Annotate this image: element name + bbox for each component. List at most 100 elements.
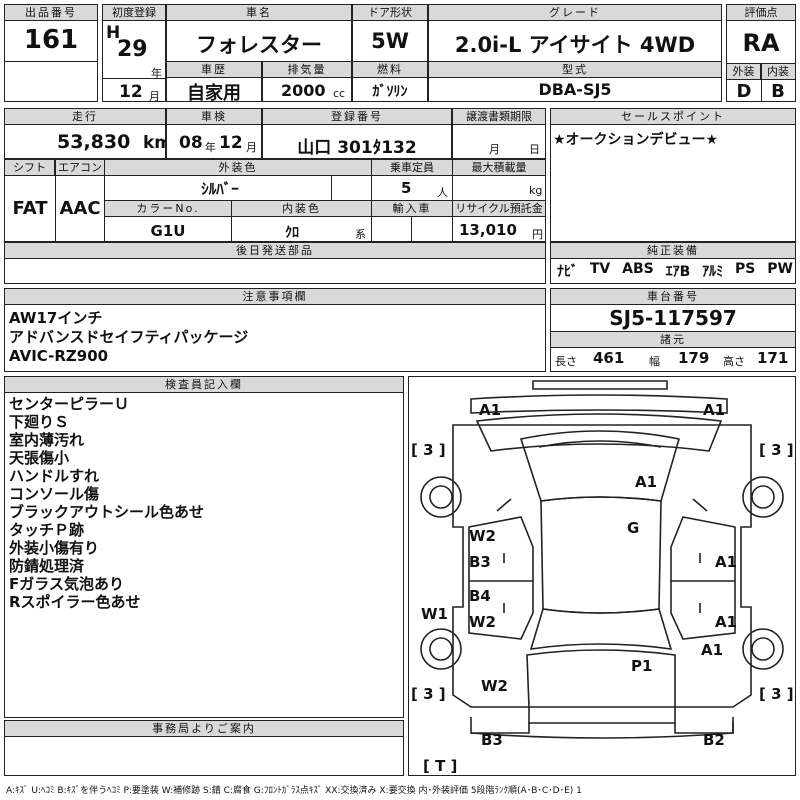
interior-score: B xyxy=(771,81,785,102)
mark-left-front-wheel: [ 3 ] xyxy=(411,441,446,459)
aircon-header: エアコン xyxy=(56,160,104,176)
grade: 2.0i-L アイサイト 4WD xyxy=(454,33,696,57)
exterior-score: D xyxy=(736,81,752,102)
model-type: DBA-SJ5 xyxy=(538,80,612,99)
ext-color: ｼﾙﾊﾞｰ xyxy=(201,180,239,198)
mark-right-rear-fender: A1 xyxy=(701,641,724,659)
model-type-cell: 型式 DBA-SJ5 xyxy=(428,61,722,102)
fuel: ｶﾞｿﾘﾝ xyxy=(372,84,408,100)
mark-left-rear-door: B4 xyxy=(469,587,491,605)
inspector-line: 室内薄汚れ xyxy=(9,431,85,449)
shift-header: シフト xyxy=(5,160,55,176)
history: 自家用 xyxy=(187,83,241,104)
sales-point: ★オークションデビュー★ xyxy=(553,132,719,148)
max-load-unit: kg xyxy=(529,184,543,197)
ext-color-header: 外装色 xyxy=(105,160,371,176)
legend: A:ｷｽﾞ U:ﾍｺﾐ B:ｷｽﾞを伴うﾍｺﾐ P:要塗装 W:補修跡 S:錆 … xyxy=(6,786,582,796)
inspector-line: 防錆処理済 xyxy=(9,557,85,575)
note-line: アドバンスドセイフティパッケージ xyxy=(9,328,249,346)
mark-front-left: A1 xyxy=(479,401,502,419)
first-reg-month-unit: 月 xyxy=(149,90,160,103)
first-reg-era: H xyxy=(106,23,121,43)
car-name-header: 車名 xyxy=(167,5,351,21)
lot-number-header: 出品番号 xyxy=(5,5,97,21)
inspection-header: 車検 xyxy=(167,109,261,125)
inspector-line: ブラックアウトシール色あせ xyxy=(9,503,205,521)
interior-header: 内装 xyxy=(761,64,795,80)
damage-diagram: A1 A1 [ 3 ] [ 3 ] A1 G W2 B3 A1 W1 B4 W2… xyxy=(408,376,796,776)
later-parts-cell: 後日発送部品 xyxy=(4,242,546,284)
genuine-item: PW xyxy=(767,261,793,277)
first-reg-header: 初度登録 xyxy=(103,5,165,21)
chassis-cell: 車台番号 SJ5-117597 諸元 長さ 461 幅 179 高さ 171 xyxy=(550,288,796,372)
registration-number: 山口 301ﾀ132 xyxy=(297,138,417,158)
car-name: フォレスター xyxy=(196,33,322,57)
door-type: 5W xyxy=(371,29,409,53)
mark-left-front-door: B3 xyxy=(469,553,491,571)
mark-rear-left: B3 xyxy=(481,731,503,749)
mark-left-quarter: W2 xyxy=(481,677,508,695)
score: RA xyxy=(742,29,780,57)
chassis-number: SJ5-117597 xyxy=(609,306,737,330)
inspector-line: タッチＰ跡 xyxy=(9,521,85,539)
recycle: 13,010 xyxy=(459,221,517,239)
inspector-line: Rスポイラー色あせ xyxy=(9,593,141,611)
inspector-line: 外装小傷有り xyxy=(9,539,100,557)
exterior-header: 外装 xyxy=(727,64,761,80)
genuine-item: ﾅﾋﾞ xyxy=(557,264,578,280)
capacity-header: 乗車定員 xyxy=(372,160,452,176)
office-cell: 事務局よりご案内 xyxy=(4,720,404,776)
capacity: 5 xyxy=(401,179,412,197)
inspection-year-unit: 年 xyxy=(205,141,216,154)
int-color-header: 内装色 xyxy=(232,201,371,217)
car-name-cell: 車名 フォレスター xyxy=(166,4,352,62)
mark-spare-tire: [ T ] xyxy=(423,757,458,775)
mark-right-front-wheel: [ 3 ] xyxy=(759,441,794,459)
inspector-header: 検査員記入欄 xyxy=(5,377,403,393)
mark-front-right: A1 xyxy=(703,401,726,419)
mark-left-sill: W1 xyxy=(421,605,448,623)
inspection-month-unit: 月 xyxy=(246,141,257,154)
first-reg-cell: 初度登録 H 29 年 12 月 xyxy=(102,4,166,103)
sales-point-cell: セールスポイント ★オークションデビュー★ xyxy=(550,108,796,242)
mark-right-rear-door: A1 xyxy=(715,613,738,631)
displacement-header: 排気量 xyxy=(263,62,351,78)
genuine-item: TV xyxy=(589,261,611,277)
history-header: 車歴 xyxy=(167,62,261,78)
door-header: ドア形状 xyxy=(353,5,427,21)
fuel-header: 燃料 xyxy=(353,62,427,78)
height: 171 xyxy=(757,349,789,367)
mark-left-rear-door-lower: W2 xyxy=(469,613,496,631)
mark-windshield: G xyxy=(627,519,640,537)
first-reg-year: 29 xyxy=(117,37,148,62)
grade-cell: グレード 2.0i-L アイサイト 4WD xyxy=(428,4,722,62)
displacement-unit: cc xyxy=(333,87,346,100)
capacity-unit: 人 xyxy=(437,186,448,199)
recycle-header: リサイクル預託金 xyxy=(453,201,545,217)
mark-rear-right: B2 xyxy=(703,731,725,749)
inspection-cell: 車検 08 年 12 月 xyxy=(166,108,262,159)
color-no-header: カラーNo. xyxy=(105,201,231,217)
door-cell: ドア形状 5W xyxy=(352,4,428,62)
specs-header: 諸元 xyxy=(551,332,795,348)
inspector-line: コンソール傷 xyxy=(9,485,100,503)
first-reg-month: 12 xyxy=(119,82,143,102)
genuine-items: ﾅﾋﾞ TV ABS ｴｱB ｱﾙﾐ PS PW xyxy=(557,261,793,281)
height-label: 高さ xyxy=(723,355,745,368)
length: 461 xyxy=(593,349,625,367)
mileage-unit: km xyxy=(143,133,173,153)
genuine-header: 純正装備 xyxy=(551,243,795,259)
transfer-header: 譲渡書類期限 xyxy=(453,109,545,125)
color-no: G1U xyxy=(150,222,186,240)
fuel-cell: 燃料 ｶﾞｿﾘﾝ xyxy=(352,61,428,102)
max-load-header: 最大積載量 xyxy=(453,160,545,176)
mark-right-rear-wheel: [ 3 ] xyxy=(759,685,794,703)
mark-left-rear-wheel: [ 3 ] xyxy=(411,685,446,703)
displacement-cell: 排気量 2000 cc xyxy=(262,61,352,102)
import-header: 輸入車 xyxy=(372,201,452,217)
length-label: 長さ xyxy=(555,355,577,368)
grade-header: グレード xyxy=(429,5,721,21)
inspector-line: 天張傷小 xyxy=(9,449,70,467)
mark-right-front-door: A1 xyxy=(715,553,738,571)
inspector-line: ハンドルすれ xyxy=(9,467,100,485)
